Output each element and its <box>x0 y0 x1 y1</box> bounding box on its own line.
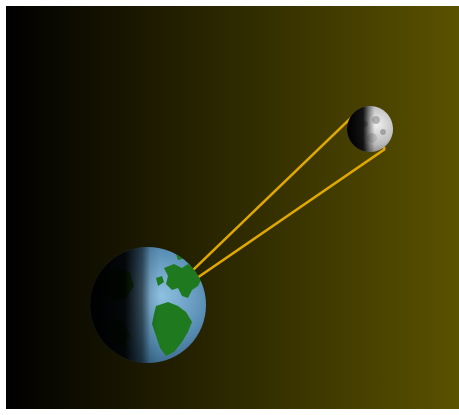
moon-craters <box>347 106 393 152</box>
moon-globe <box>347 106 393 152</box>
earth-landmasses <box>90 247 206 363</box>
space-background <box>6 6 459 409</box>
moon-night-side <box>347 106 393 152</box>
earth-globe <box>90 247 206 363</box>
sight-line-upper <box>191 113 356 272</box>
sight-line-lower <box>196 147 386 280</box>
earth-night-side <box>90 247 206 363</box>
earth-moon-diagram <box>6 6 459 409</box>
earth-moon-scene <box>6 6 459 409</box>
